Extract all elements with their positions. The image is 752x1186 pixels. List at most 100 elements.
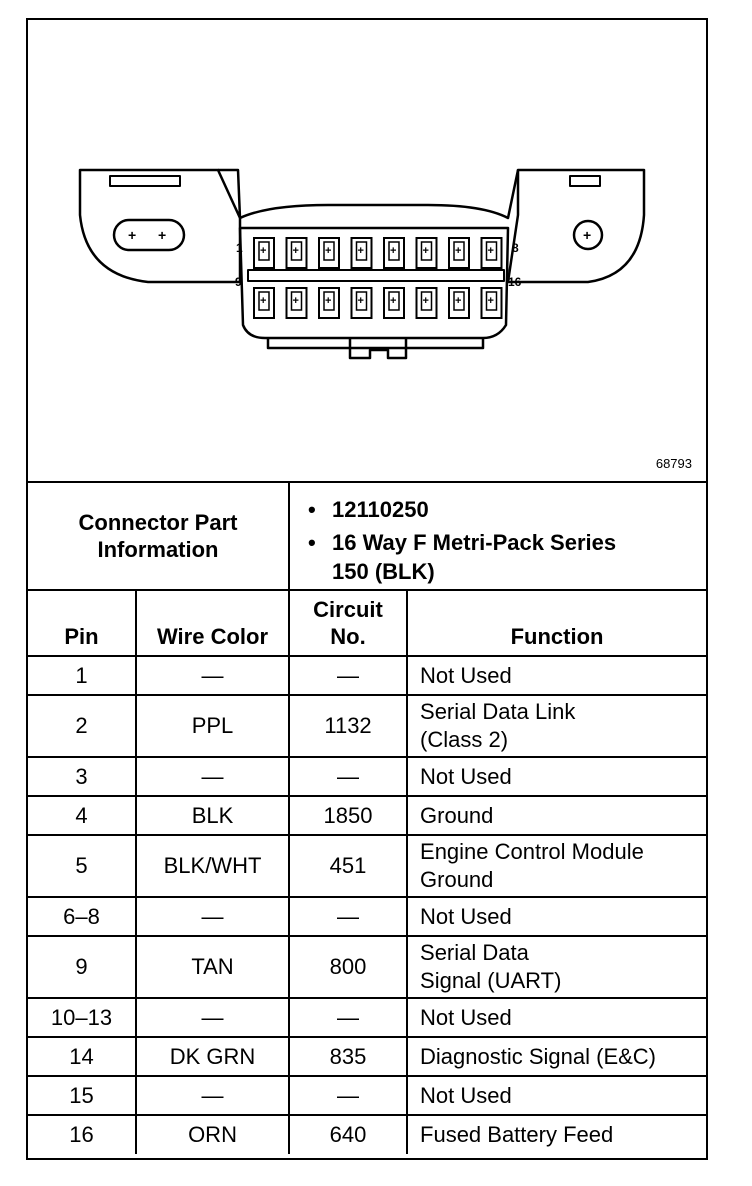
function-line: Ground xyxy=(420,802,494,828)
wire-color-cell: — xyxy=(134,756,291,797)
table-row: 3——Not Used xyxy=(28,756,707,797)
header-wire-color: Wire Color xyxy=(134,589,291,657)
pin-cavity-16: + xyxy=(480,287,503,319)
svg-text:+: + xyxy=(358,245,364,257)
figure-id: 68793 xyxy=(655,456,692,471)
svg-text:+: + xyxy=(390,295,396,307)
pin-cell: 15 xyxy=(28,1075,137,1116)
connector-info-row: Connector Part Information •12110250 •16… xyxy=(28,481,707,591)
pin-cavity-13: + xyxy=(383,287,405,319)
pin-label-16: 16 xyxy=(508,275,522,289)
connector-body xyxy=(218,168,520,220)
function-line: Diagnostic Signal (E&C) xyxy=(420,1043,656,1069)
pin-cavity-9: + xyxy=(253,287,275,319)
circuit-cell: 1850 xyxy=(288,795,409,836)
circuit-cell: — xyxy=(288,997,409,1038)
svg-text:+: + xyxy=(423,245,429,257)
function-cell: Not Used xyxy=(406,655,707,696)
right-mount-hole xyxy=(572,219,604,251)
pin-cavity-12: + xyxy=(350,287,373,319)
pin-cavity-10: + xyxy=(285,287,308,319)
left-hole-plus-1: + xyxy=(128,227,136,243)
pin-cell: 6–8 xyxy=(28,896,137,937)
function-line: Serial Data Link xyxy=(420,699,576,724)
pin-cavity-8: + xyxy=(480,237,503,269)
svg-text:+: + xyxy=(293,295,299,307)
pin-cell: 9 xyxy=(28,935,137,999)
function-cell: Not Used xyxy=(406,896,707,937)
connector-part-info: •12110250 •16 Way F Metri-Pack Series 15… xyxy=(288,481,707,591)
right-hole-plus: + xyxy=(583,227,591,243)
pin-cell: 14 xyxy=(28,1036,137,1077)
svg-text:+: + xyxy=(488,245,494,257)
left-mount-hole xyxy=(112,218,186,252)
connector-item-continued: 150 (BLK) xyxy=(332,559,435,584)
wire-color-cell: ORN xyxy=(134,1114,291,1154)
function-line: Ground xyxy=(420,867,494,892)
connector-latch xyxy=(266,338,485,350)
svg-text:+: + xyxy=(455,295,461,307)
connector-item: •12110250 xyxy=(308,497,429,522)
circuit-cell: — xyxy=(288,655,409,696)
obd-connector-drawing: ++++++++ ++++++++ 1 8 9 16 + + + xyxy=(78,168,646,360)
circuit-cell: — xyxy=(288,896,409,937)
left-mount-ear xyxy=(78,168,242,284)
connector-face xyxy=(238,226,510,340)
right-mount-ear xyxy=(506,168,646,284)
wire-color-cell: — xyxy=(134,1075,291,1116)
left-hole-plus-2: + xyxy=(158,227,166,243)
connector-item: •16 Way F Metri-Pack Series xyxy=(308,530,617,555)
pinout-table: Connector Part Information •12110250 •16… xyxy=(28,481,707,1154)
pin-cavity-7: + xyxy=(448,237,470,269)
pin-cavity-6: + xyxy=(415,237,438,269)
pin-cavity-3: + xyxy=(318,237,340,269)
header-circuit-no: Circuit No. xyxy=(288,589,409,657)
pin-cavity-4: + xyxy=(350,237,373,269)
svg-text:+: + xyxy=(423,295,429,307)
table-row: 1——Not Used xyxy=(28,655,707,696)
pin-cell: 5 xyxy=(28,834,137,898)
pin-cavity-1: + xyxy=(253,237,275,269)
circuit-cell: 640 xyxy=(288,1114,409,1154)
pin-label-8: 8 xyxy=(512,241,519,255)
function-cell: Fused Battery Feed xyxy=(406,1114,707,1154)
function-line: Serial Data xyxy=(420,940,529,965)
wire-color-cell: — xyxy=(134,896,291,937)
svg-text:+: + xyxy=(488,295,494,307)
pin-row-top: ++++++++ xyxy=(253,237,503,269)
pin-cell: 3 xyxy=(28,756,137,797)
connector-key xyxy=(348,338,408,360)
table-row: 6–8——Not Used xyxy=(28,896,707,937)
pin-divider xyxy=(247,269,505,282)
function-cell: Ground xyxy=(406,795,707,836)
function-line: Engine Control Module xyxy=(420,839,644,864)
pin-cavity-11: + xyxy=(318,287,340,319)
wire-color-cell: PPL xyxy=(134,694,291,758)
function-cell: Not Used xyxy=(406,1075,707,1116)
function-line: Not Used xyxy=(420,1082,512,1108)
function-line: Not Used xyxy=(420,1004,512,1030)
circuit-cell: — xyxy=(288,1075,409,1116)
wire-color-cell: BLK/WHT xyxy=(134,834,291,898)
circuit-cell: 800 xyxy=(288,935,409,999)
function-cell: Diagnostic Signal (E&C) xyxy=(406,1036,707,1077)
svg-text:+: + xyxy=(325,295,331,307)
pin-cell: 1 xyxy=(28,655,137,696)
function-cell: Not Used xyxy=(406,997,707,1038)
function-line: (Class 2) xyxy=(420,727,509,752)
pin-cell: 16 xyxy=(28,1114,137,1154)
table-row: 15——Not Used xyxy=(28,1075,707,1116)
svg-text:+: + xyxy=(260,295,266,307)
wire-color-cell: — xyxy=(134,997,291,1038)
pin-cell: 2 xyxy=(28,694,137,758)
svg-text:+: + xyxy=(390,245,396,257)
connector-part-label: Connector Part Information xyxy=(28,481,291,591)
